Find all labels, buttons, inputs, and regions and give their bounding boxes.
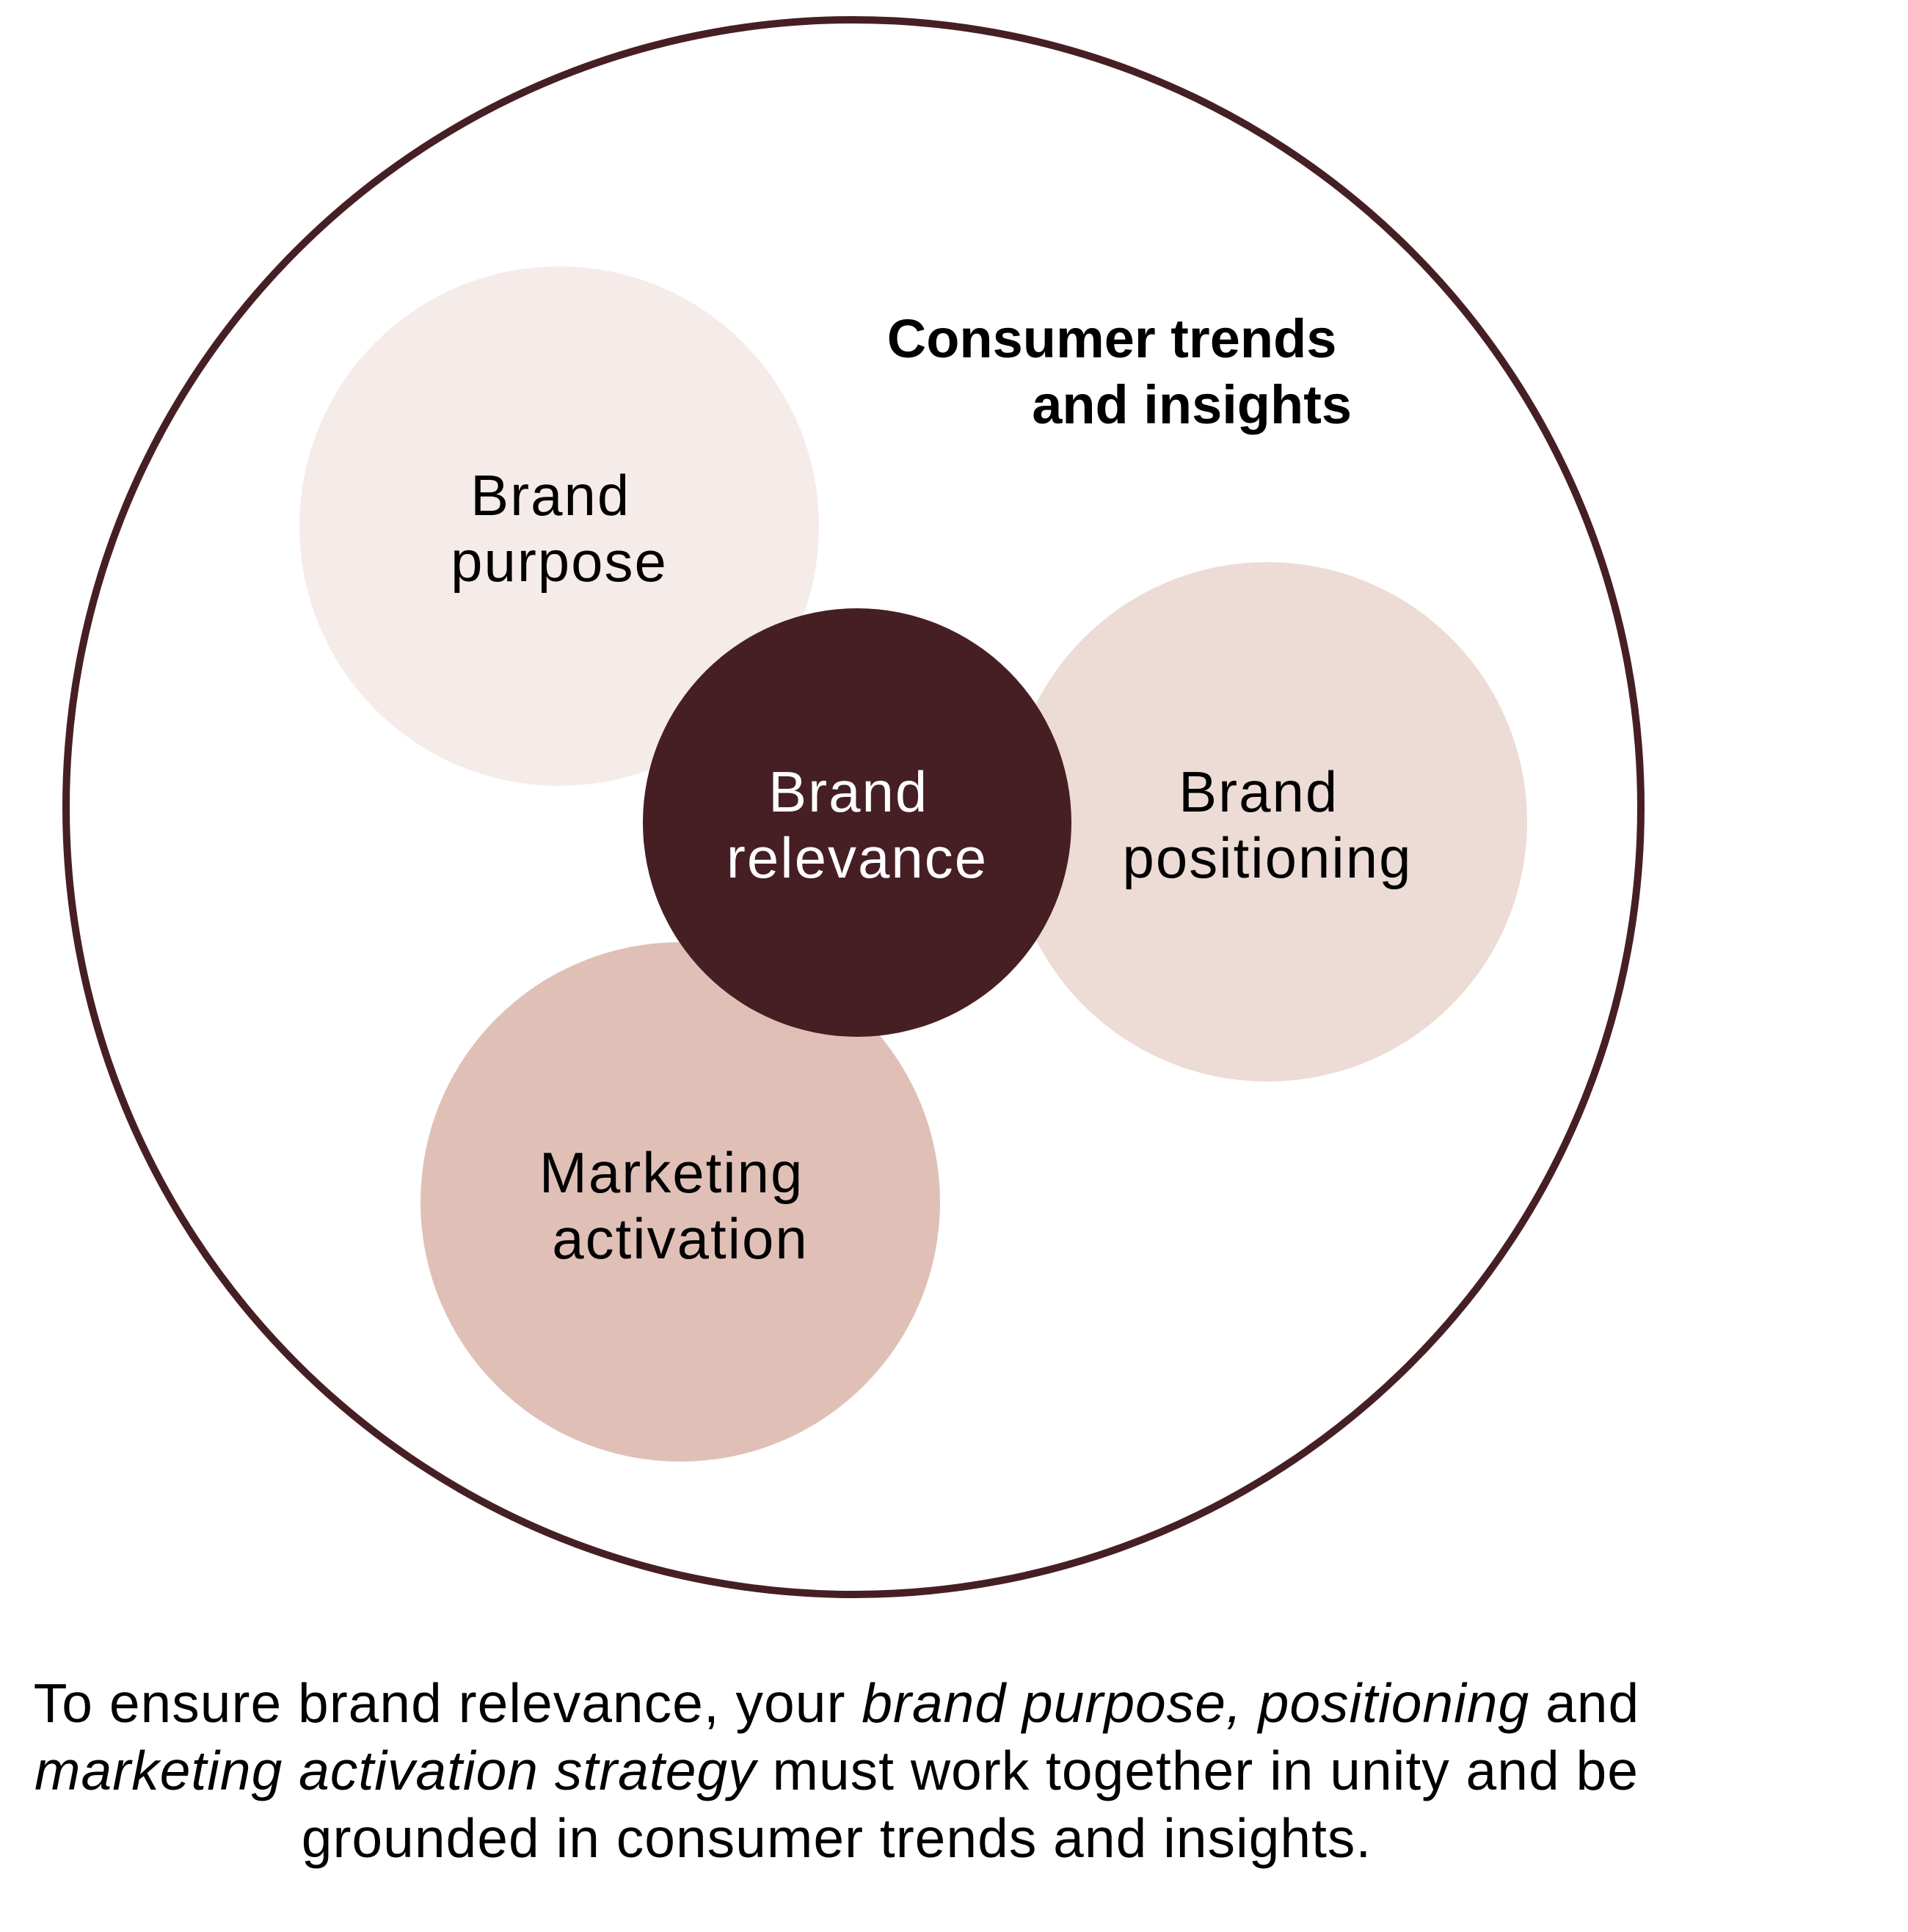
brand-relevance-label-line1: Brand <box>768 759 928 824</box>
brand-purpose-label-line1: Brand <box>470 463 630 528</box>
caption-text-3: must work together in unity and be groun… <box>301 1740 1639 1869</box>
brand-positioning-label-line2: positioning <box>1123 825 1413 890</box>
consumer-trends-label-line1: Consumer trends <box>887 308 1337 369</box>
caption-emphasis-1: brand purpose, positioning <box>862 1672 1530 1734</box>
diagram-caption: To ensure brand relevance, your brand pu… <box>15 1669 1658 1872</box>
brand-positioning-circle <box>1008 562 1527 1082</box>
brand-purpose-label: Brand purpose <box>451 463 668 594</box>
brand-purpose-label-line2: purpose <box>451 529 668 594</box>
consumer-trends-label-line2: and insights <box>1032 374 1352 435</box>
brand-relevance-label: Brand relevance <box>727 759 988 890</box>
consumer-trends-circle <box>62 16 1645 1598</box>
brand-purpose-circle <box>299 266 819 786</box>
caption-text-2: and <box>1529 1672 1640 1734</box>
consumer-trends-label: Consumer trends and insights <box>887 308 1352 435</box>
brand-relevance-circle <box>643 608 1071 1037</box>
marketing-activation-label-line1: Marketing <box>539 1140 804 1205</box>
caption-emphasis-2: marketing activation strategy <box>34 1740 757 1801</box>
brand-positioning-label: Brand positioning <box>1123 759 1413 890</box>
brand-positioning-label-line1: Brand <box>1179 759 1339 824</box>
marketing-activation-label: Marketing activation <box>539 1140 821 1271</box>
brand-relevance-label-line2: relevance <box>727 825 988 890</box>
marketing-activation-circle <box>420 942 940 1462</box>
caption-text-1: To ensure brand relevance, your <box>33 1672 862 1734</box>
marketing-activation-label-line2: activation <box>552 1206 809 1271</box>
